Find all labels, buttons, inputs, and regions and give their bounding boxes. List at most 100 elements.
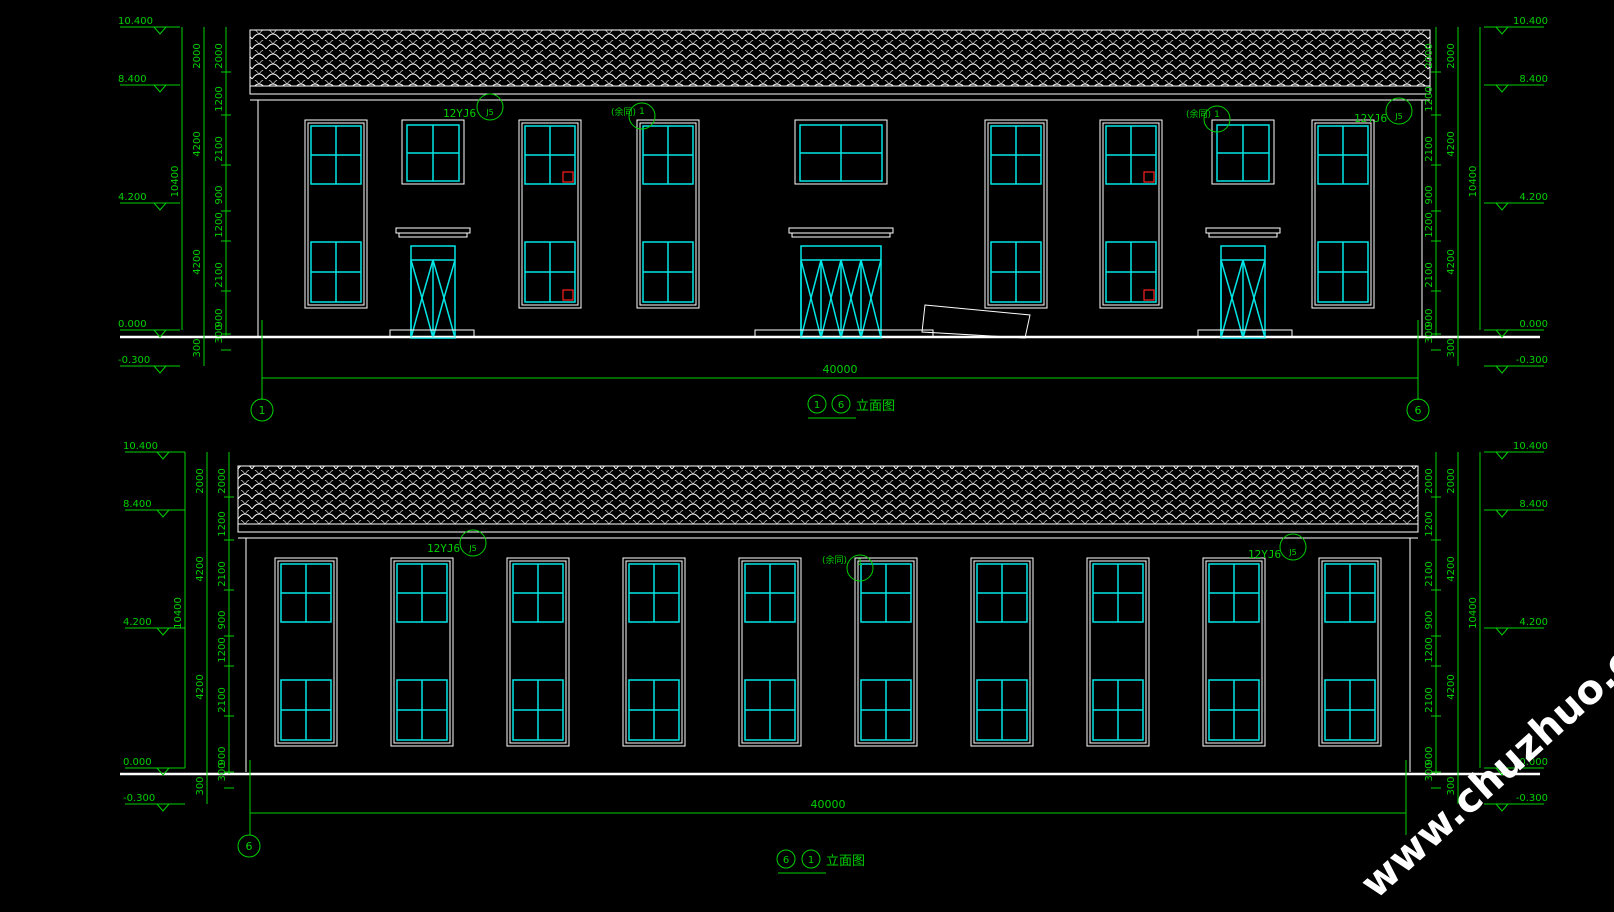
inner-dim-text: 1200 <box>217 637 228 662</box>
inner-dim-text: 2100 <box>217 687 228 712</box>
level-text: 0.000 <box>118 319 147 330</box>
level-marker: 4.200 <box>118 192 180 211</box>
outer-dim-text: 300 <box>1446 338 1457 357</box>
level-marker: 4.200 <box>123 617 185 636</box>
right-level-markers: 10.4008.4004.2000.000-0.3001040020004200… <box>1424 16 1548 374</box>
outer-dim-text: 4200 <box>195 674 206 699</box>
detail-ref-sub: J5 <box>468 544 476 553</box>
inner-dim-text: 2100 <box>1424 687 1435 712</box>
level-marker: 8.400 <box>118 74 180 93</box>
inner-dim-text: 900 <box>214 308 225 327</box>
title-circle-2: 6 <box>838 400 844 411</box>
elevation-title: 立面图 <box>826 854 865 869</box>
level-marker: -0.300 <box>118 355 180 374</box>
inner-dim-text: 1200 <box>1424 511 1435 536</box>
outer-dim-text: 300 <box>1446 776 1457 795</box>
window <box>738 557 802 747</box>
inner-dim-text: 2000 <box>217 468 228 493</box>
elevation-bottom: 40000 6 6 1 立面图 10.4008.4004.2000.000-0.… <box>120 441 1548 874</box>
window <box>1099 119 1163 309</box>
inner-dim-text: 2100 <box>1424 561 1435 586</box>
level-marker: 4.200 <box>1484 617 1548 636</box>
note-num: 1 <box>639 107 645 117</box>
axis-bubble <box>237 834 261 858</box>
level-text: -0.300 <box>1516 793 1548 804</box>
window-with-door <box>395 119 471 339</box>
level-marker: 10.400 <box>118 16 180 35</box>
window <box>506 557 570 747</box>
note-num: 1 <box>1214 110 1220 120</box>
door <box>410 245 456 339</box>
marker-icon <box>562 171 574 183</box>
window <box>1202 557 1266 747</box>
level-text: 4.200 <box>1519 192 1548 203</box>
inner-dim-text: 900 <box>1424 610 1435 629</box>
inner-dim-text: 2100 <box>214 136 225 161</box>
marker-icon <box>562 289 574 301</box>
inner-dim-text: 900 <box>214 185 225 204</box>
outer-dim-text: 4200 <box>195 556 206 581</box>
outer-dim-text: 4200 <box>1446 674 1457 699</box>
note-tag: (余同) <box>611 106 636 118</box>
bottom-window-group <box>274 557 1382 747</box>
level-text: 0.000 <box>1519 757 1548 768</box>
outer-dim-text: 4200 <box>192 249 203 274</box>
detail-ref-sub: J5 <box>1288 548 1296 557</box>
inner-dim-text: 1200 <box>214 86 225 111</box>
note-tag: (余同) <box>822 554 847 566</box>
axis-bubble <box>250 398 274 422</box>
outer-dim-text: 4200 <box>1446 556 1457 581</box>
total-height-text: 10400 <box>170 166 181 198</box>
detail-ref-sub: J5 <box>1394 112 1402 121</box>
inner-dim-text: 900 <box>1424 746 1435 765</box>
level-marker: -0.300 <box>1484 793 1548 812</box>
entrance-steps-right <box>1197 329 1293 338</box>
inner-dim-text: 2100 <box>214 262 225 287</box>
overall-dim-text: 40000 <box>823 363 858 376</box>
outer-dim-text: 2000 <box>192 43 203 68</box>
roof-eave <box>237 523 1419 533</box>
detail-ref-sub: J5 <box>485 108 493 117</box>
axis-label: 6 <box>1415 404 1422 417</box>
marker-icon <box>1143 289 1155 301</box>
outer-dim-text: 300 <box>192 338 203 357</box>
level-text: 10.400 <box>1513 16 1548 27</box>
inner-dim-text: 2000 <box>1424 468 1435 493</box>
total-height-text: 10400 <box>173 597 184 629</box>
level-text: 8.400 <box>1519 499 1548 510</box>
level-text: -0.300 <box>118 355 150 366</box>
level-text: 4.200 <box>1519 617 1548 628</box>
watermark: www.chuzhuo.com <box>1352 592 1614 907</box>
level-text: -0.300 <box>123 793 155 804</box>
level-marker: 8.400 <box>1484 499 1548 518</box>
window <box>622 557 686 747</box>
window <box>390 557 454 747</box>
inner-dim-text: 300 <box>1424 324 1435 343</box>
inner-dim-text: 1200 <box>1424 637 1435 662</box>
level-text: 4.200 <box>123 617 152 628</box>
level-marker: 0.000 <box>1484 319 1548 338</box>
level-marker: 0.000 <box>123 757 185 776</box>
window-with-door <box>788 119 894 339</box>
note-num: 1 <box>857 558 863 568</box>
inner-dim-text: 1200 <box>217 511 228 536</box>
axis-bubble <box>1406 398 1430 422</box>
ramp <box>921 304 1031 339</box>
top-window-group <box>304 119 1375 339</box>
door <box>800 245 882 339</box>
outer-dim-text: 4200 <box>192 131 203 156</box>
inner-dim-text: 300 <box>217 762 228 781</box>
level-marker: 0.000 <box>1484 757 1548 776</box>
detail-ref-label: 12YJ6 <box>1354 112 1387 125</box>
level-text: -0.300 <box>1516 355 1548 366</box>
inner-dim-text: 2100 <box>1424 262 1435 287</box>
window-with-door <box>1205 119 1281 339</box>
inner-dim-text: 1200 <box>1424 212 1435 237</box>
left-level-markers: 10.4008.4004.2000.000-0.3001040020004200… <box>123 441 234 812</box>
level-text: 10.400 <box>123 441 158 452</box>
door <box>1220 245 1266 339</box>
window <box>854 557 918 747</box>
level-text: 10.400 <box>1513 441 1548 452</box>
note-tag: (余同) <box>1186 108 1211 120</box>
